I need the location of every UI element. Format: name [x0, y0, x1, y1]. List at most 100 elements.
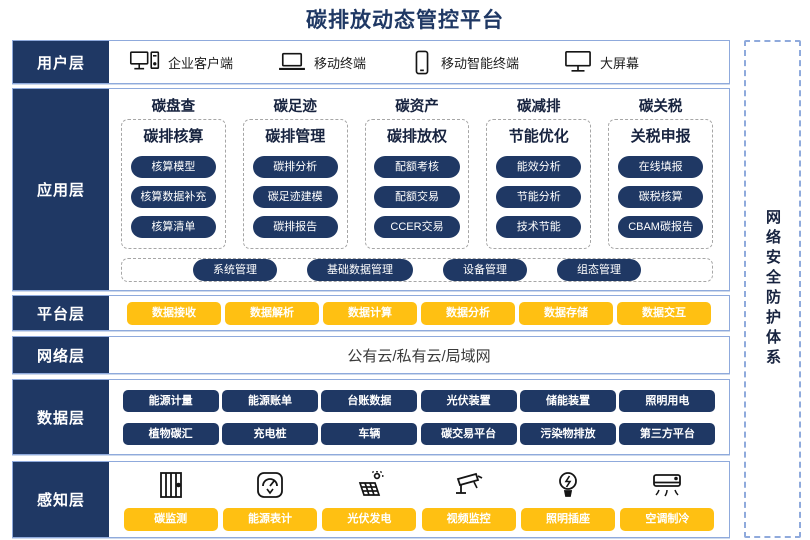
data-source-button: 能源账单: [221, 389, 318, 412]
app-module-button: 技术节能: [496, 216, 582, 238]
platform-button: 数据分析: [421, 301, 515, 325]
app-module-button: 碳足迹建模: [252, 186, 338, 208]
app-common-button: 系统管理: [193, 259, 277, 281]
layer-label-perception: 感知层: [13, 462, 109, 537]
platform-button: 数据交互: [617, 301, 711, 325]
app-module-button: CBAM碳报告: [617, 216, 704, 238]
app-module-button: 配额交易: [374, 186, 460, 208]
light-bulb-icon: [553, 469, 583, 501]
app-common-button: 基础数据管理: [307, 259, 413, 281]
app-module-button: 碳税核算: [617, 186, 704, 208]
layer-label-user: 用户层: [13, 41, 109, 83]
layer-label-platform: 平台层: [13, 296, 109, 330]
solar-panel-icon: [353, 469, 385, 501]
app-module-button: 能效分析: [496, 156, 582, 178]
sense-item-cctv: 视频监控: [421, 469, 516, 531]
layer-platform: 平台层 数据接收 数据解析 数据计算 数据分析 数据存储 数据交互: [12, 295, 730, 331]
user-item-smart-terminal: 移动智能终端: [410, 49, 519, 76]
desktop-pc-icon: [129, 49, 161, 75]
big-screen-icon: [563, 49, 593, 75]
user-layer-content: 企业客户端 移动终端 移动智能终端: [109, 41, 729, 83]
app-column-box: 碳排管理 碳排分析 碳足迹建模 碳排报告: [242, 119, 348, 249]
page-title: 碳排放动态管控平台: [306, 9, 504, 32]
app-column-header: 碳关税: [638, 99, 683, 115]
platform-button: 数据接收: [127, 301, 221, 325]
user-item-enterprise-client: 企业客户端: [129, 49, 233, 75]
data-source-button: 照明用电: [619, 389, 716, 412]
perception-layer-content: 碳监测 能源表计: [109, 462, 729, 537]
app-column-header: 碳减排: [517, 99, 561, 115]
app-module-button: 配额考核: [374, 156, 460, 178]
app-column-carbon-footprint: 碳足迹 碳排管理 碳排分析 碳足迹建模 碳排报告: [242, 95, 348, 249]
app-module-button: 核算清单: [130, 216, 217, 238]
layer-perception: 感知层 碳监测: [12, 461, 730, 538]
data-source-button: 第三方平台: [619, 422, 716, 445]
data-source-button: 植物碳汇: [122, 422, 219, 445]
app-module-button: CCER交易: [374, 216, 460, 238]
app-column-subheader: 节能优化: [508, 128, 569, 145]
app-column-box: 节能优化 能效分析 节能分析 技术节能: [486, 119, 592, 249]
application-columns: 碳盘查 碳排核算 核算模型 核算数据补充 核算清单 碳足迹 碳排管理 碳排分析 …: [121, 95, 713, 249]
cctv-camera-icon: [452, 469, 486, 501]
app-column-box: 关税申报 在线填报 碳税核算 CBAM碳报告: [608, 119, 713, 249]
app-module-button: 碳排报告: [252, 216, 338, 238]
energy-meter-icon: [254, 469, 286, 501]
user-item-big-screen: 大屏幕: [563, 49, 639, 75]
data-layer-content: 能源计量 能源账单 台账数据 光伏装置 储能装置 照明用电 植物碳汇 充电桩 车…: [109, 380, 729, 454]
app-module-button: 节能分析: [496, 186, 582, 208]
app-column-header: 碳资产: [395, 99, 439, 115]
app-column-box: 碳排核算 核算模型 核算数据补充 核算清单: [121, 119, 226, 249]
app-column-box: 碳排放权 配额考核 配额交易 CCER交易: [364, 119, 470, 249]
data-source-button: 台账数据: [321, 389, 418, 412]
data-source-button: 能源计量: [122, 389, 219, 412]
layer-label-network: 网络层: [13, 337, 109, 373]
app-module-button: 碳排分析: [252, 156, 338, 178]
platform-layer-content: 数据接收 数据解析 数据计算 数据分析 数据存储 数据交互: [109, 296, 729, 330]
user-item-mobile-terminal: 移动终端: [277, 50, 366, 74]
layer-label-data: 数据层: [13, 380, 109, 454]
carbon-monitor-icon: [155, 469, 187, 501]
user-item-label: 移动智能终端: [441, 55, 520, 71]
sense-label-button: 视频监控: [421, 507, 516, 531]
layer-label-application: 应用层: [13, 89, 109, 290]
data-source-button: 车辆: [321, 422, 418, 445]
app-column-carbon-asset: 碳资产 碳排放权 配额考核 配额交易 CCER交易: [364, 95, 470, 249]
app-column-carbon-tariff: 碳关税 关税申报 在线填报 碳税核算 CBAM碳报告: [608, 95, 713, 249]
data-source-button: 光伏装置: [420, 389, 517, 412]
platform-button: 数据计算: [323, 301, 417, 325]
network-cloud-text: 公有云/私有云/局域网: [347, 347, 491, 365]
sense-item-solar: 光伏发电: [322, 469, 417, 531]
sense-item-air-conditioner: 空调制冷: [620, 469, 715, 531]
app-column-subheader: 关税申报: [630, 128, 691, 145]
user-item-label: 移动终端: [314, 55, 367, 71]
app-column-subheader: 碳排管理: [265, 128, 326, 145]
layer-user: 用户层 企业客户端: [12, 40, 730, 84]
app-column-header: 碳足迹: [273, 99, 317, 115]
data-source-button: 充电桩: [221, 422, 318, 445]
app-module-button: 核算数据补充: [130, 186, 217, 208]
user-item-label: 大屏幕: [600, 55, 640, 71]
app-column-carbon-inventory: 碳盘查 碳排核算 核算模型 核算数据补充 核算清单: [121, 95, 226, 249]
data-source-button: 污染物排放: [519, 422, 616, 445]
app-module-button: 在线填报: [617, 156, 704, 178]
sense-item-energy-meter: 能源表计: [222, 469, 317, 531]
layer-network: 网络层 公有云/私有云/局域网: [12, 336, 730, 374]
data-source-button: 碳交易平台: [420, 422, 517, 445]
sense-label-button: 光伏发电: [322, 507, 417, 531]
app-column-subheader: 碳排放权: [386, 128, 447, 145]
sense-label-button: 碳监测: [123, 507, 218, 531]
layer-application: 应用层 碳盘查 碳排核算 核算模型 核算数据补充 核算清单 碳足迹 碳排管理: [12, 88, 730, 291]
sense-item-lighting: 照明插座: [520, 469, 615, 531]
app-common-button: 设备管理: [443, 259, 527, 281]
sense-label-button: 能源表计: [222, 507, 317, 531]
security-system-bar: 网络安全防护体系: [744, 40, 801, 538]
app-module-button: 核算模型: [130, 156, 217, 178]
data-source-button: 储能装置: [519, 389, 616, 412]
sense-label-button: 空调制冷: [620, 507, 715, 531]
sense-label-button: 照明插座: [520, 507, 615, 531]
air-conditioner-icon: [650, 469, 684, 501]
app-common-modules-box: 系统管理 基础数据管理 设备管理 组态管理: [121, 258, 713, 282]
network-layer-content: 公有云/私有云/局域网: [109, 337, 729, 373]
user-item-label: 企业客户端: [168, 55, 234, 71]
